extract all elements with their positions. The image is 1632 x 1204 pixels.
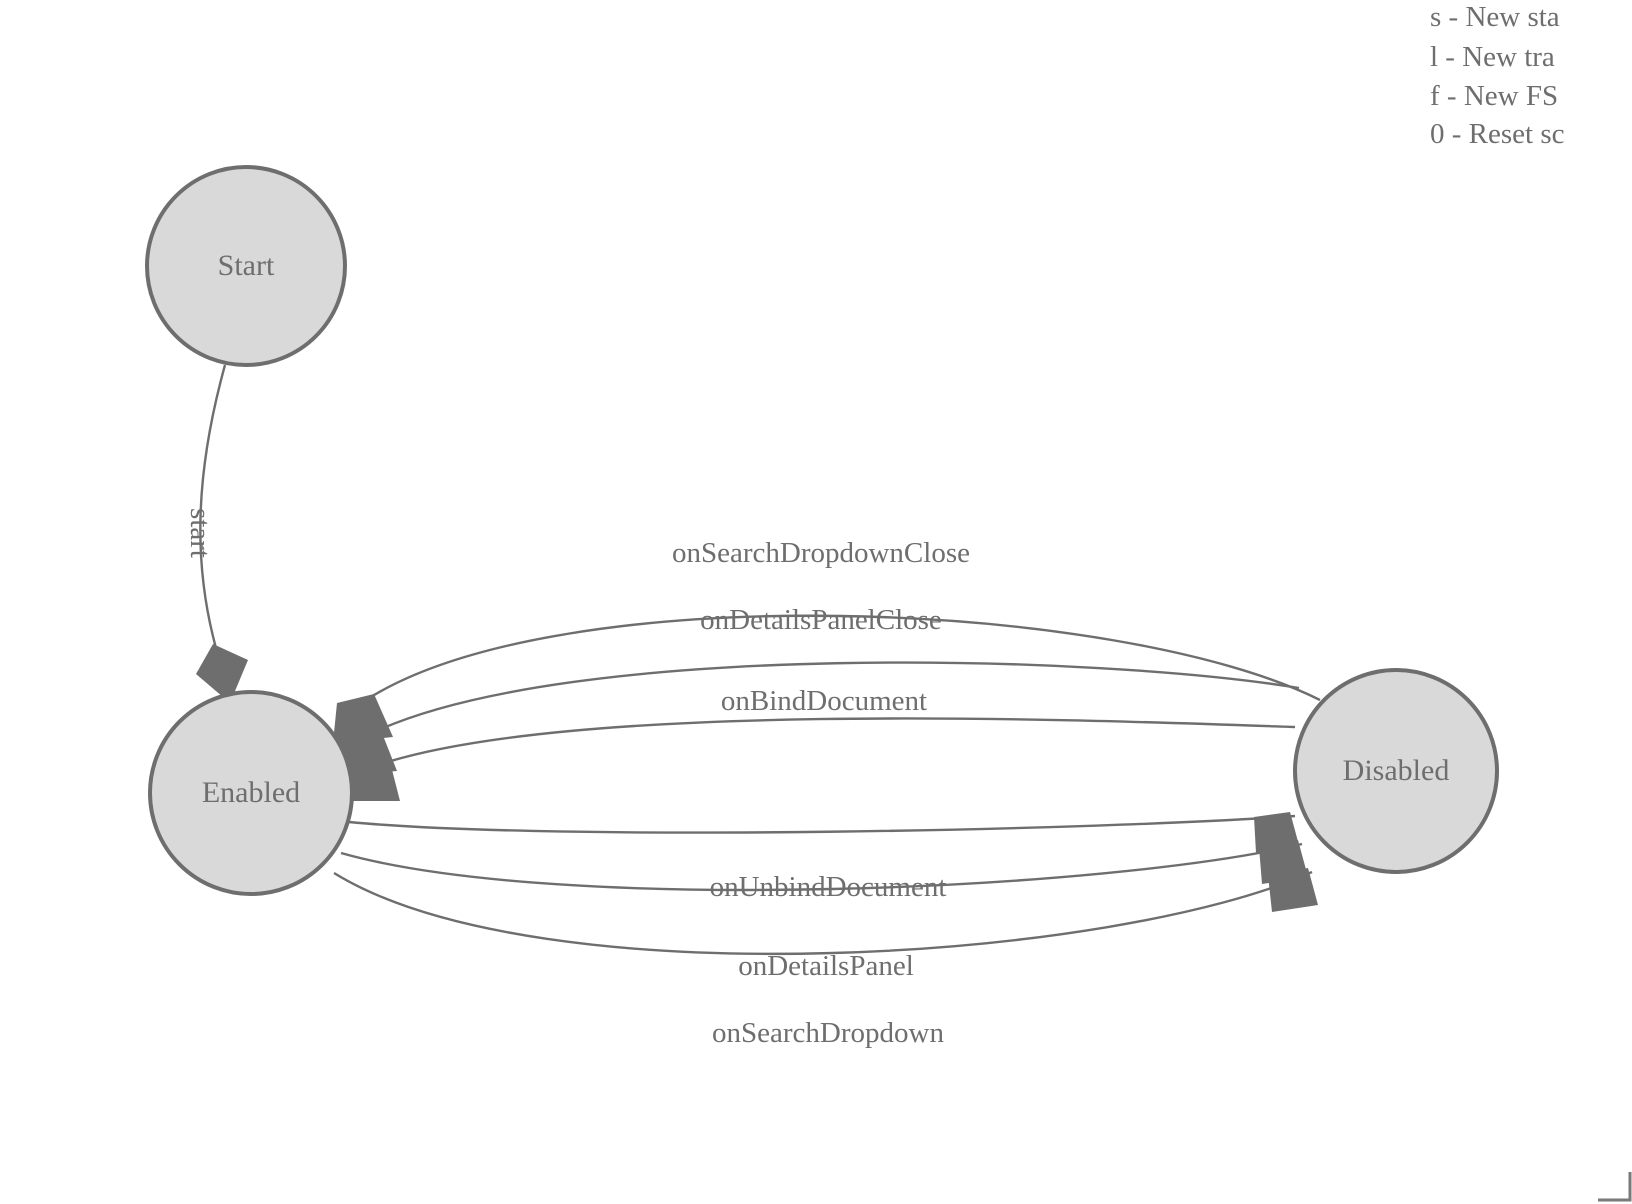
- help-overlay: s - New sta l - New tra f - New FS 0 - R…: [1430, 1, 1565, 150]
- node-enabled-label: Enabled: [202, 776, 300, 809]
- help-line-new-state: s - New sta: [1430, 1, 1560, 33]
- transition-on-unbind-document-label: onUnbindDocument: [710, 871, 947, 903]
- transition-start-arrowhead: [196, 644, 248, 703]
- transition-on-bind-document-path[interactable]: [380, 717, 1296, 766]
- transition-start-label: start: [184, 508, 216, 558]
- node-start-circle[interactable]: [145, 165, 347, 367]
- panel-corner-edge: [1598, 1172, 1632, 1202]
- node-start-label: Start: [218, 249, 275, 282]
- transition-on-details-panel-label: onDetailsPanel: [738, 950, 914, 982]
- transition-on-search-dropdown-arrowhead: [1268, 868, 1318, 912]
- help-line-reset-scale: 0 - Reset sc: [1430, 118, 1565, 150]
- transition-on-details-panel-close-label: onDetailsPanelClose: [700, 604, 942, 636]
- transition-on-bind-document-arrowhead: [340, 758, 400, 801]
- transition-on-details-panel-path[interactable]: [340, 842, 1303, 892]
- node-enabled[interactable]: Enabled: [148, 690, 354, 896]
- transition-on-unbind-document-path[interactable]: [348, 814, 1296, 834]
- transition-on-unbind-document[interactable]: [348, 812, 1300, 853]
- node-disabled[interactable]: Disabled: [1293, 668, 1499, 874]
- transition-on-details-panel-close-path[interactable]: [371, 661, 1300, 735]
- node-disabled-circle[interactable]: [1293, 668, 1499, 874]
- node-disabled-label: Disabled: [1343, 754, 1450, 787]
- transition-on-search-dropdown-label: onSearchDropdown: [712, 1017, 944, 1049]
- help-line-new-transition: l - New tra: [1430, 41, 1555, 73]
- transition-on-bind-document-label: onBindDocument: [721, 685, 927, 717]
- transition-on-search-dropdown-close-label: onSearchDropdownClose: [672, 537, 970, 569]
- transition-on-search-dropdown-close-path[interactable]: [365, 614, 1321, 702]
- node-enabled-circle[interactable]: [148, 690, 354, 896]
- transition-on-search-dropdown[interactable]: [333, 868, 1318, 956]
- transition-start[interactable]: [196, 364, 248, 703]
- transition-start-path[interactable]: [199, 364, 227, 649]
- node-start[interactable]: Start: [145, 165, 347, 367]
- transition-on-bind-document[interactable]: [340, 717, 1296, 801]
- help-line-new-fsm: f - New FS: [1430, 80, 1558, 112]
- transition-on-search-dropdown-path[interactable]: [333, 870, 1313, 956]
